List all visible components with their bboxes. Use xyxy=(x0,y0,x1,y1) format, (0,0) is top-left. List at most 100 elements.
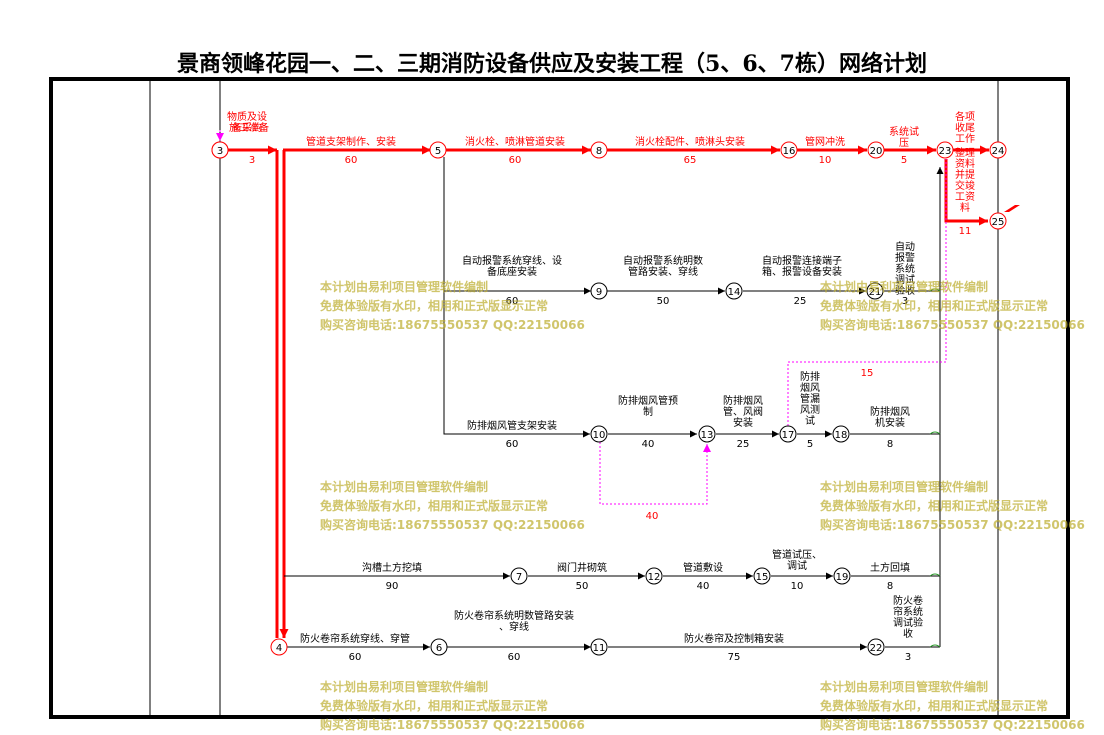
node-number: 6 xyxy=(436,643,442,654)
event-node-20: 20 xyxy=(867,141,885,159)
watermark-block: 本计划由易利项目管理软件编制 免费体验版有水印，相用和正式版显示正常 购买咨询电… xyxy=(320,278,585,335)
watermark-line: 购买咨询电话:18675550537 QQ:22150066 xyxy=(820,318,1085,332)
node-number: 11 xyxy=(593,643,606,654)
watermark-line: 免费体验版有水印，相用和正式版显示正常 xyxy=(320,299,549,313)
activity-name: 阀门井砌筑 xyxy=(557,561,607,574)
activity-name: 沟槽土方挖填 xyxy=(362,561,422,574)
activity-duration: 10 xyxy=(791,581,804,592)
watermark-line: 免费体验版有水印，相用和正式版显示正常 xyxy=(320,699,549,713)
activity-duration: 15 xyxy=(861,368,874,379)
activity-duration: 8 xyxy=(887,439,893,450)
activity-labels: 物质及设备采购3施工准备管道支架制作、安装60消火栓、喷淋管道安装60消火栓配件… xyxy=(227,110,975,663)
activity-duration: 75 xyxy=(728,652,741,663)
event-node-6: 6 xyxy=(430,638,448,656)
event-node-3: 3 xyxy=(211,141,229,159)
activity-name: 防排烟风管支架安装 xyxy=(467,419,557,432)
activity-duration: 10 xyxy=(819,155,832,166)
watermark-line: 购买咨询电话:18675550537 QQ:22150066 xyxy=(320,318,585,332)
watermark-line: 购买咨询电话:18675550537 QQ:22150066 xyxy=(820,518,1085,532)
activity-name: 防火卷帘系统调试验收 xyxy=(893,594,923,640)
activity-name: 管道支架制作、安装 xyxy=(306,135,396,148)
event-node-4: 4 xyxy=(270,638,288,656)
node-number: 3 xyxy=(217,146,223,157)
activity-name: 管道试压、调试 xyxy=(772,548,822,572)
event-node-10: 10 xyxy=(590,425,608,443)
activity-duration: 60 xyxy=(508,652,521,663)
node-number: 21 xyxy=(869,287,882,298)
event-node-16: 16 xyxy=(780,141,798,159)
activity-name: 管网冲洗 xyxy=(805,135,845,148)
node-number: 16 xyxy=(783,146,796,157)
event-node-11: 11 xyxy=(590,638,608,656)
activity-duration: 60 xyxy=(509,155,522,166)
event-node-18: 18 xyxy=(832,425,850,443)
activity-name: 防排烟风机安装 xyxy=(870,405,910,429)
node-number: 20 xyxy=(870,146,883,157)
activity-duration: 40 xyxy=(646,511,659,522)
node-number: 10 xyxy=(593,430,606,441)
watermark-line: 本计划由易利项目管理软件编制 xyxy=(820,280,989,294)
activity-name: 消火栓配件、喷淋头安装 xyxy=(635,135,745,148)
activity-name: 各项收尾工作 xyxy=(955,110,975,145)
activity-name: 防排烟风管预制 xyxy=(618,394,678,418)
critical-path xyxy=(228,145,989,638)
activity-duration: 25 xyxy=(794,296,807,307)
activity-duration: 3 xyxy=(902,296,908,307)
watermark-line: 本计划由易利项目管理软件编制 xyxy=(320,480,489,494)
activity-duration: 8 xyxy=(887,581,893,592)
watermark-line: 本计划由易利项目管理软件编制 xyxy=(320,680,489,694)
watermark-line: 免费体验版有水印，相用和正式版显示正常 xyxy=(820,299,1049,313)
node-number: 8 xyxy=(596,146,602,157)
activity-duration: 65 xyxy=(684,155,697,166)
activity-duration: 3 xyxy=(905,652,911,663)
activity-duration: 90 xyxy=(386,581,399,592)
watermark-block: 本计划由易利项目管理软件编制 免费体验版有水印，相用和正式版显示正常 购买咨询电… xyxy=(820,278,1085,335)
activity-duration: 50 xyxy=(576,581,589,592)
event-node-12: 12 xyxy=(645,567,663,585)
watermark-line: 免费体验版有水印，相用和正式版显示正常 xyxy=(820,499,1049,513)
activity-name: 施工准备 xyxy=(229,121,269,134)
watermark-line: 购买咨询电话:18675550537 QQ:22150066 xyxy=(320,518,585,532)
event-node-24: 24 xyxy=(989,141,1007,159)
watermark-block: 本计划由易利项目管理软件编制 免费体验版有水印，相用和正式版显示正常 购买咨询电… xyxy=(820,678,1085,735)
event-node-9: 9 xyxy=(590,282,608,300)
watermark-line: 本计划由易利项目管理软件编制 xyxy=(820,480,989,494)
event-node-21: 21 xyxy=(866,282,884,300)
node-number: 17 xyxy=(782,430,795,441)
event-node-14: 14 xyxy=(725,282,743,300)
activity-duration: 3 xyxy=(249,155,255,166)
watermark-line: 本计划由易利项目管理软件编制 xyxy=(320,280,489,294)
node-number: 9 xyxy=(596,287,602,298)
node-number: 13 xyxy=(701,430,714,441)
activity-duration: 60 xyxy=(506,296,519,307)
activity-duration: 50 xyxy=(657,296,670,307)
watermark-block: 本计划由易利项目管理软件编制 免费体验版有水印，相用和正式版显示正常 购买咨询电… xyxy=(320,678,585,735)
node-number: 25 xyxy=(992,217,1005,228)
chart-frame xyxy=(49,77,1070,719)
node-number: 5 xyxy=(435,146,441,157)
node-number: 18 xyxy=(835,430,848,441)
node-number: 15 xyxy=(756,572,769,583)
activity-duration: 40 xyxy=(642,439,655,450)
node-number: 4 xyxy=(276,643,282,654)
node-number: 24 xyxy=(992,146,1005,157)
activity-name: 土方回填 xyxy=(870,561,910,574)
activity-duration: 11 xyxy=(959,226,972,237)
event-node-23: 23 xyxy=(936,141,954,159)
node-number: 23 xyxy=(939,146,952,157)
activity-duration: 60 xyxy=(506,439,519,450)
node-number: 19 xyxy=(836,572,849,583)
activity-name: 自动报警系统明数管路安装、穿线 xyxy=(623,254,703,278)
watermark-block: 本计划由易利项目管理软件编制 免费体验版有水印，相用和正式版显示正常 购买咨询电… xyxy=(820,478,1085,535)
activity-name: 自动报警系统调试验收 xyxy=(895,240,915,297)
watermark-line: 购买咨询电话:18675550537 QQ:22150066 xyxy=(820,718,1085,732)
activity-name: 管道敷设 xyxy=(683,561,723,574)
event-node-7: 7 xyxy=(510,567,528,585)
event-node-25: 25 xyxy=(989,212,1007,230)
event-node-8: 8 xyxy=(590,141,608,159)
end-flag-icon xyxy=(1004,205,1020,212)
activity-name: 系统试压 xyxy=(889,125,919,149)
watermark-line: 本计划由易利项目管理软件编制 xyxy=(820,680,989,694)
event-node-17: 17 xyxy=(779,425,797,443)
event-node-5: 5 xyxy=(429,141,447,159)
